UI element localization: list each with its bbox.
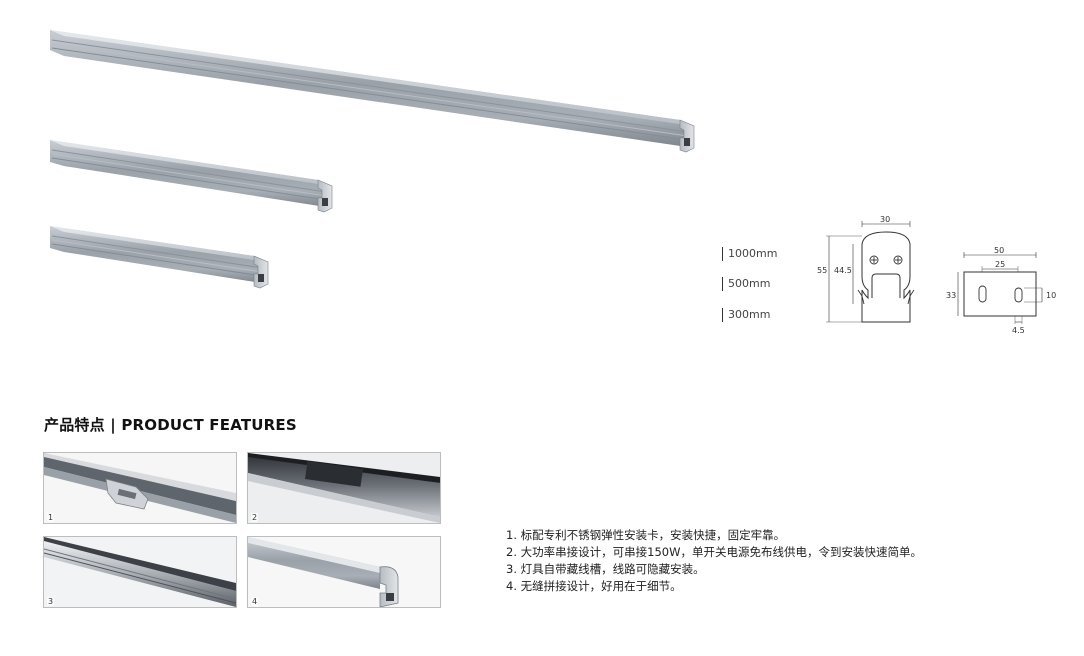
- side-section-drawing: 30 55 44.5: [812, 214, 922, 330]
- product-bar-1000mm: [48, 26, 698, 166]
- end-width-dim: 50: [994, 246, 1004, 255]
- length-label-500mm: 500mm: [722, 277, 770, 291]
- feature-photo-1: 1: [43, 452, 237, 524]
- features-list: 1. 标配专利不锈钢弹性安装卡，安装快捷，固定牢靠。 2. 大功率串接设计，可串…: [506, 527, 922, 595]
- end-plate-drawing: 50 25 33 10 4.5: [942, 244, 1060, 340]
- feature-photo-3-number: 3: [47, 597, 55, 606]
- side-height-inner-dim: 44.5: [834, 266, 852, 275]
- product-bar-500mm: [48, 136, 338, 222]
- feature-item-3: 3. 灯具自带藏线槽，线路可隐藏安装。: [506, 562, 705, 576]
- length-label-1000mm: 1000mm: [722, 247, 777, 261]
- length-label-300mm: 300mm: [722, 308, 770, 322]
- feature-item-4: 4. 无缝拼接设计，好用在于细节。: [506, 579, 682, 593]
- feature-photo-3: 3: [43, 536, 237, 608]
- side-height-outer-dim: 55: [817, 266, 827, 275]
- feature-photo-4-number: 4: [251, 597, 259, 606]
- feature-photo-2: 2: [247, 452, 441, 524]
- feature-photo-2-number: 2: [251, 513, 259, 522]
- feature-photo-4: 4: [247, 536, 441, 608]
- features-title: 产品特点 | PRODUCT FEATURES: [44, 416, 297, 434]
- feature-item-2: 2. 大功率串接设计，可串接150W，单开关电源免布线供电，令到安装快速简单。: [506, 545, 922, 559]
- product-bar-300mm: [48, 222, 274, 298]
- feature-photo-1-number: 1: [47, 513, 55, 522]
- end-slot-width-dim: 4.5: [1012, 326, 1025, 335]
- feature-item-1: 1. 标配专利不锈钢弹性安装卡，安装快捷，固定牢靠。: [506, 528, 786, 542]
- end-height-dim: 33: [946, 291, 956, 300]
- end-hole-spacing-dim: 25: [995, 260, 1005, 269]
- end-slot-height-dim: 10: [1046, 291, 1056, 300]
- side-width-dim: 30: [880, 215, 890, 224]
